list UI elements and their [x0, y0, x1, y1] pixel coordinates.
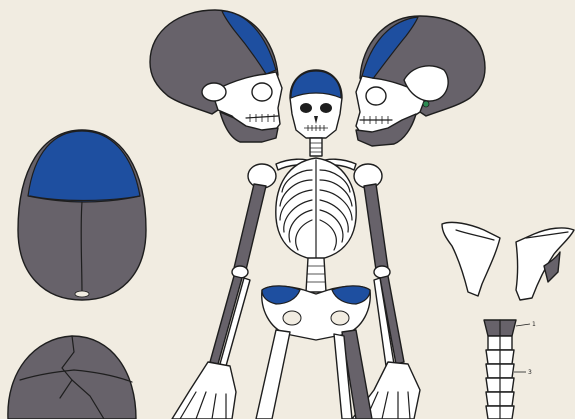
lumbar-spine [306, 258, 326, 292]
spine-section: 1 3 [484, 320, 536, 419]
humerus-right [364, 184, 388, 270]
skull-lateral-right [356, 16, 485, 146]
hand-left [172, 362, 236, 419]
shoulder-left [248, 164, 276, 188]
skull-superior-view [18, 130, 146, 300]
forearm-left [210, 276, 250, 366]
femur-left [256, 330, 290, 419]
scapula-left [442, 222, 500, 296]
skull-lateral-left [150, 10, 282, 142]
spine-label-lower: 3 [528, 369, 532, 376]
forearm-right [374, 276, 404, 366]
cervical-spine [310, 138, 322, 156]
rib-cage [276, 158, 356, 262]
spine-label-upper: 1 [532, 321, 536, 328]
skull-posterior-view [8, 336, 136, 419]
scapula-right [516, 228, 574, 300]
skeleton-skull [290, 70, 342, 138]
humerus-left [234, 184, 266, 270]
skull-superior-blue-region [28, 131, 140, 202]
shoulder-right [354, 164, 382, 188]
